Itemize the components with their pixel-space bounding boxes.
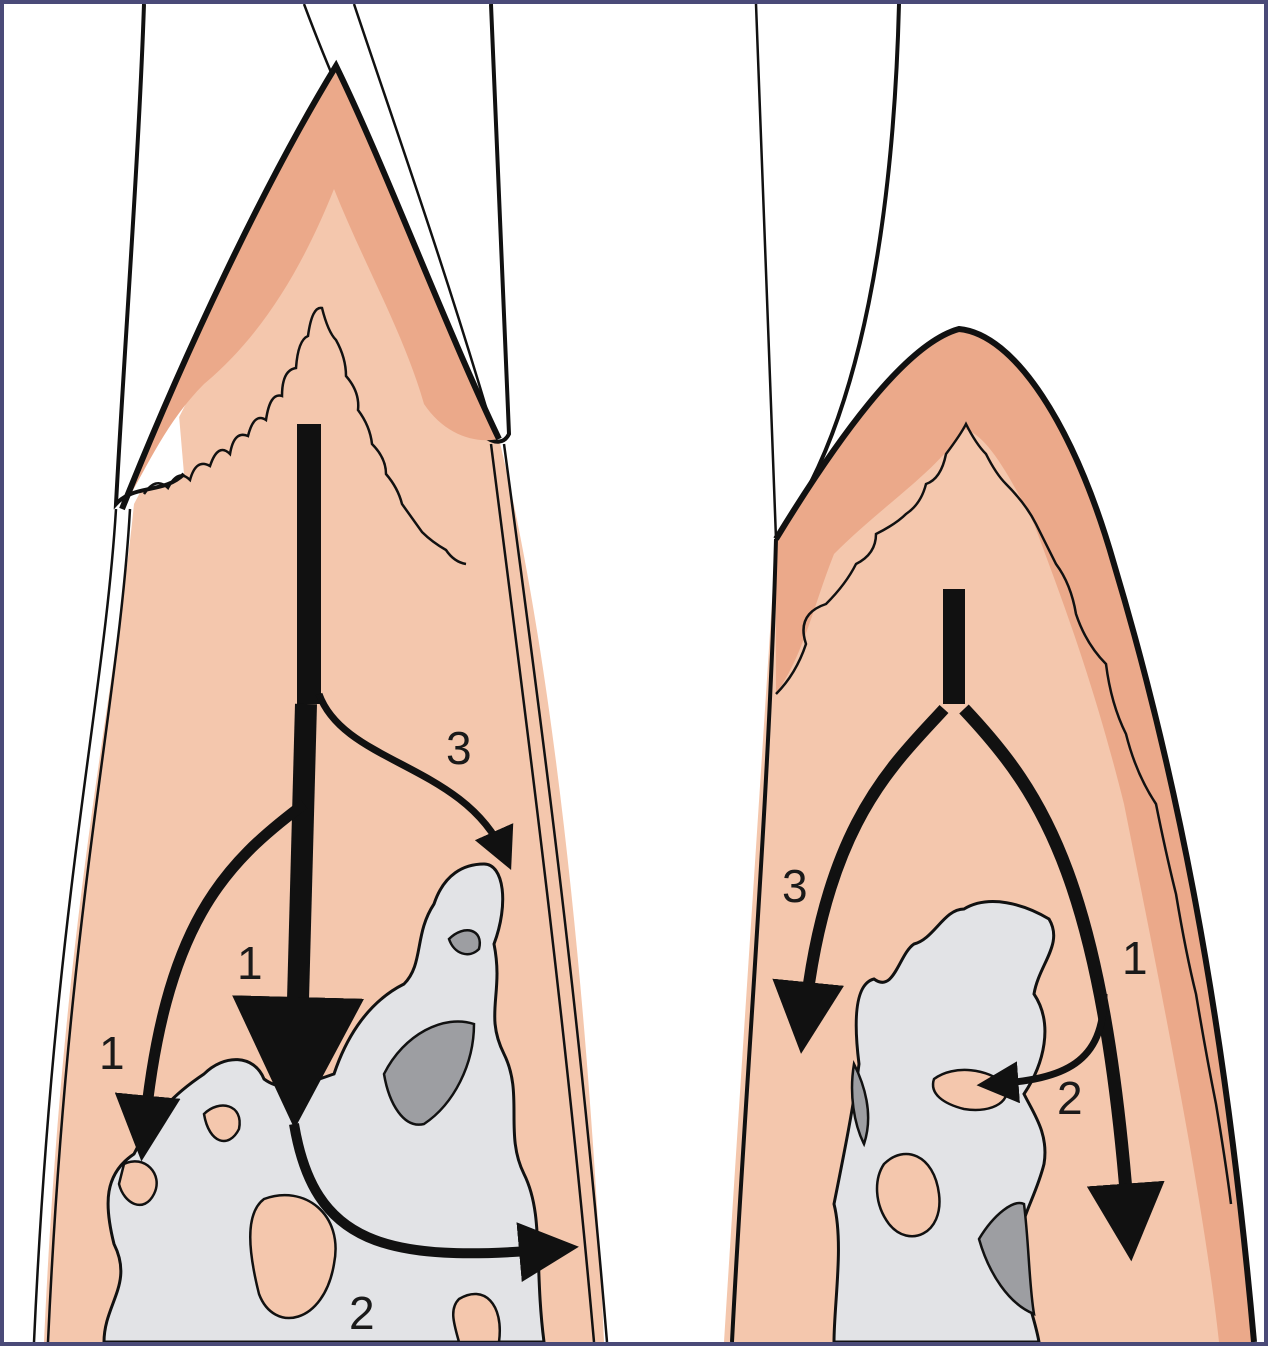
right-label-2: 2 bbox=[1057, 1072, 1083, 1124]
right-label-1: 1 bbox=[1122, 932, 1148, 984]
left-arrow-1-center bbox=[296, 704, 306, 1074]
left-label-1a: 1 bbox=[99, 1027, 125, 1079]
left-label-3: 3 bbox=[446, 722, 472, 774]
right-label-3: 3 bbox=[782, 860, 808, 912]
left-tooth-root-left bbox=[116, 4, 184, 504]
left-label-2: 2 bbox=[349, 1287, 375, 1339]
left-tooth-root-right bbox=[484, 4, 509, 442]
left-label-1b: 1 bbox=[237, 937, 263, 989]
left-interdental-section: 1 1 3 2 bbox=[34, 4, 607, 1342]
inflammation-pathways-diagram: 1 1 3 2 3 1 2 bbox=[4, 4, 1264, 1342]
right-interdental-section: 3 1 2 bbox=[724, 4, 1254, 1342]
diagram-canvas: 1 1 3 2 3 1 2 bbox=[4, 4, 1264, 1342]
